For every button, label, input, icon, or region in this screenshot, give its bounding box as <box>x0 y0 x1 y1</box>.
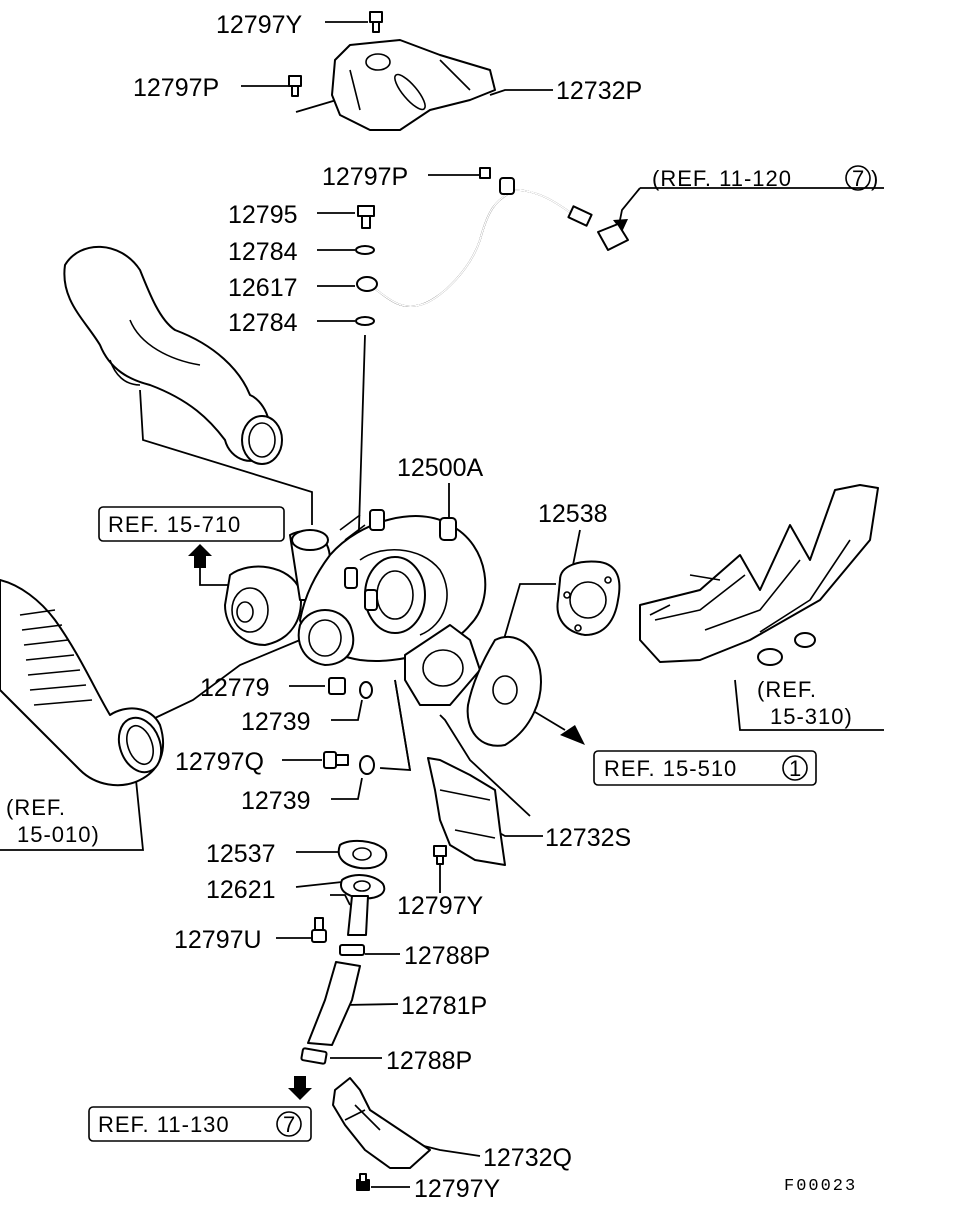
ref-15-510[interactable]: REF. 15-510 1 <box>534 711 817 786</box>
ref-11-120-text: (REF. 11-120 <box>652 166 792 191</box>
part-label-12500A[interactable]: 12500A <box>397 454 484 482</box>
ref-11-130-text: REF. 11-130 <box>98 1112 230 1137</box>
part-label-12797Y-bottom[interactable]: 12797Y <box>414 1175 501 1203</box>
gasket-12538 <box>556 560 621 636</box>
part-label-12617[interactable]: 12617 <box>228 274 298 302</box>
banjo-bolt-icon <box>357 205 375 229</box>
ref-15-310-line2: 15-310) <box>770 704 853 729</box>
ref-11-130-box <box>88 1106 312 1142</box>
part-labels: 12797Y 12797P 12732P 12797P 12795 12784 … <box>133 11 642 1203</box>
part-label-12732Q[interactable]: 12732Q <box>483 1144 572 1172</box>
part-label-12732S[interactable]: 12732S <box>545 824 631 852</box>
washer-icon <box>359 755 375 775</box>
exhaust-manifold <box>639 484 879 666</box>
ref-15-010-line2: 15-010) <box>17 822 100 847</box>
arrow-up-icon <box>188 544 212 568</box>
oil-return-hose <box>307 961 361 1046</box>
bolt-icon <box>356 1173 370 1191</box>
oil-return-pipe <box>340 874 386 936</box>
ref-11-120-circle <box>845 165 871 191</box>
heat-shield-upper <box>331 39 496 131</box>
heat-shield-lower <box>427 757 506 866</box>
ref-11-120[interactable]: (REF. 11-120 7 ) <box>613 165 879 232</box>
part-label-12779[interactable]: 12779 <box>200 674 270 702</box>
ref-15-510-text: REF. 15-510 <box>604 756 737 781</box>
ref-15-710-text: REF. 15-710 <box>108 512 241 537</box>
ref-15-310[interactable]: (REF. 15-310) <box>757 677 853 729</box>
part-label-12537[interactable]: 12537 <box>206 840 276 868</box>
part-label-12797Y-mid[interactable]: 12797Y <box>397 892 484 920</box>
part-label-12797Y-top[interactable]: 12797Y <box>216 11 303 39</box>
ref-15-710-box <box>98 506 285 542</box>
ref-15-510-circle <box>782 755 808 781</box>
part-label-12797U[interactable]: 12797U <box>174 926 262 954</box>
part-drawings <box>0 11 879 1191</box>
gasket-12537 <box>337 839 388 870</box>
reference-callouts: (REF. 11-120 7 ) REF. 15-710 (REF. 15-31… <box>6 165 879 1142</box>
figure-code: F00023 <box>784 1177 857 1196</box>
part-label-12797P-lower[interactable]: 12797P <box>322 163 408 191</box>
washer-icon <box>355 316 375 326</box>
part-label-12797P-upper[interactable]: 12797P <box>133 74 219 102</box>
banjo-fitting-icon <box>356 276 378 292</box>
part-label-12795[interactable]: 12795 <box>228 201 298 229</box>
ref-11-130-circle <box>276 1111 302 1137</box>
stud-bolt-icon <box>323 751 349 769</box>
nut-icon <box>328 677 346 695</box>
bolt-icon <box>369 11 383 33</box>
part-label-12739-upper[interactable]: 12739 <box>241 708 311 736</box>
ref-15-010[interactable]: (REF. 15-010) <box>6 795 100 847</box>
bolt-icon <box>433 845 447 865</box>
part-label-12784-upper[interactable]: 12784 <box>228 238 298 266</box>
part-label-12784-lower[interactable]: 12784 <box>228 309 298 337</box>
hose-clamp-icon <box>339 944 365 956</box>
bolt-icon <box>479 167 491 179</box>
part-label-12621[interactable]: 12621 <box>206 876 276 904</box>
turbocharger-assembly <box>224 509 487 666</box>
leader-lines <box>0 21 884 1188</box>
ref-15-310-line1: (REF. <box>757 677 817 702</box>
washer-icon <box>359 681 373 699</box>
washer-icon <box>355 245 375 255</box>
part-label-12538[interactable]: 12538 <box>538 500 608 528</box>
ref-15-510-box <box>593 750 817 786</box>
ref-15-710[interactable]: REF. 15-710 <box>98 506 285 586</box>
ref-11-120-close-paren: ) <box>871 166 879 191</box>
heat-shield-bottom <box>332 1077 431 1169</box>
oil-feed-pipe <box>369 177 629 307</box>
ref-11-130-circle-number: 7 <box>283 1112 296 1137</box>
part-label-12797Q[interactable]: 12797Q <box>175 748 264 776</box>
bolt-icon <box>311 917 327 943</box>
intake-hose <box>0 579 165 787</box>
arrow-down-right-icon <box>560 725 585 745</box>
hose-clamp-icon <box>300 1047 328 1065</box>
turbine-outlet-flange <box>404 624 542 747</box>
arrow-down-icon <box>288 1076 312 1100</box>
bolt-icon <box>288 75 302 97</box>
intake-duct <box>63 245 283 465</box>
part-label-12788P-upper[interactable]: 12788P <box>404 942 490 970</box>
ref-15-510-circle-number: 1 <box>789 756 802 781</box>
ref-11-120-circle-number: 7 <box>852 166 865 191</box>
part-label-12732P[interactable]: 12732P <box>556 77 642 105</box>
ref-11-130[interactable]: REF. 11-130 7 <box>88 1076 312 1142</box>
part-label-12788P-lower[interactable]: 12788P <box>386 1047 472 1075</box>
ref-15-010-line1: (REF. <box>6 795 66 820</box>
part-label-12739-lower[interactable]: 12739 <box>241 787 311 815</box>
part-label-12781P[interactable]: 12781P <box>401 992 487 1020</box>
